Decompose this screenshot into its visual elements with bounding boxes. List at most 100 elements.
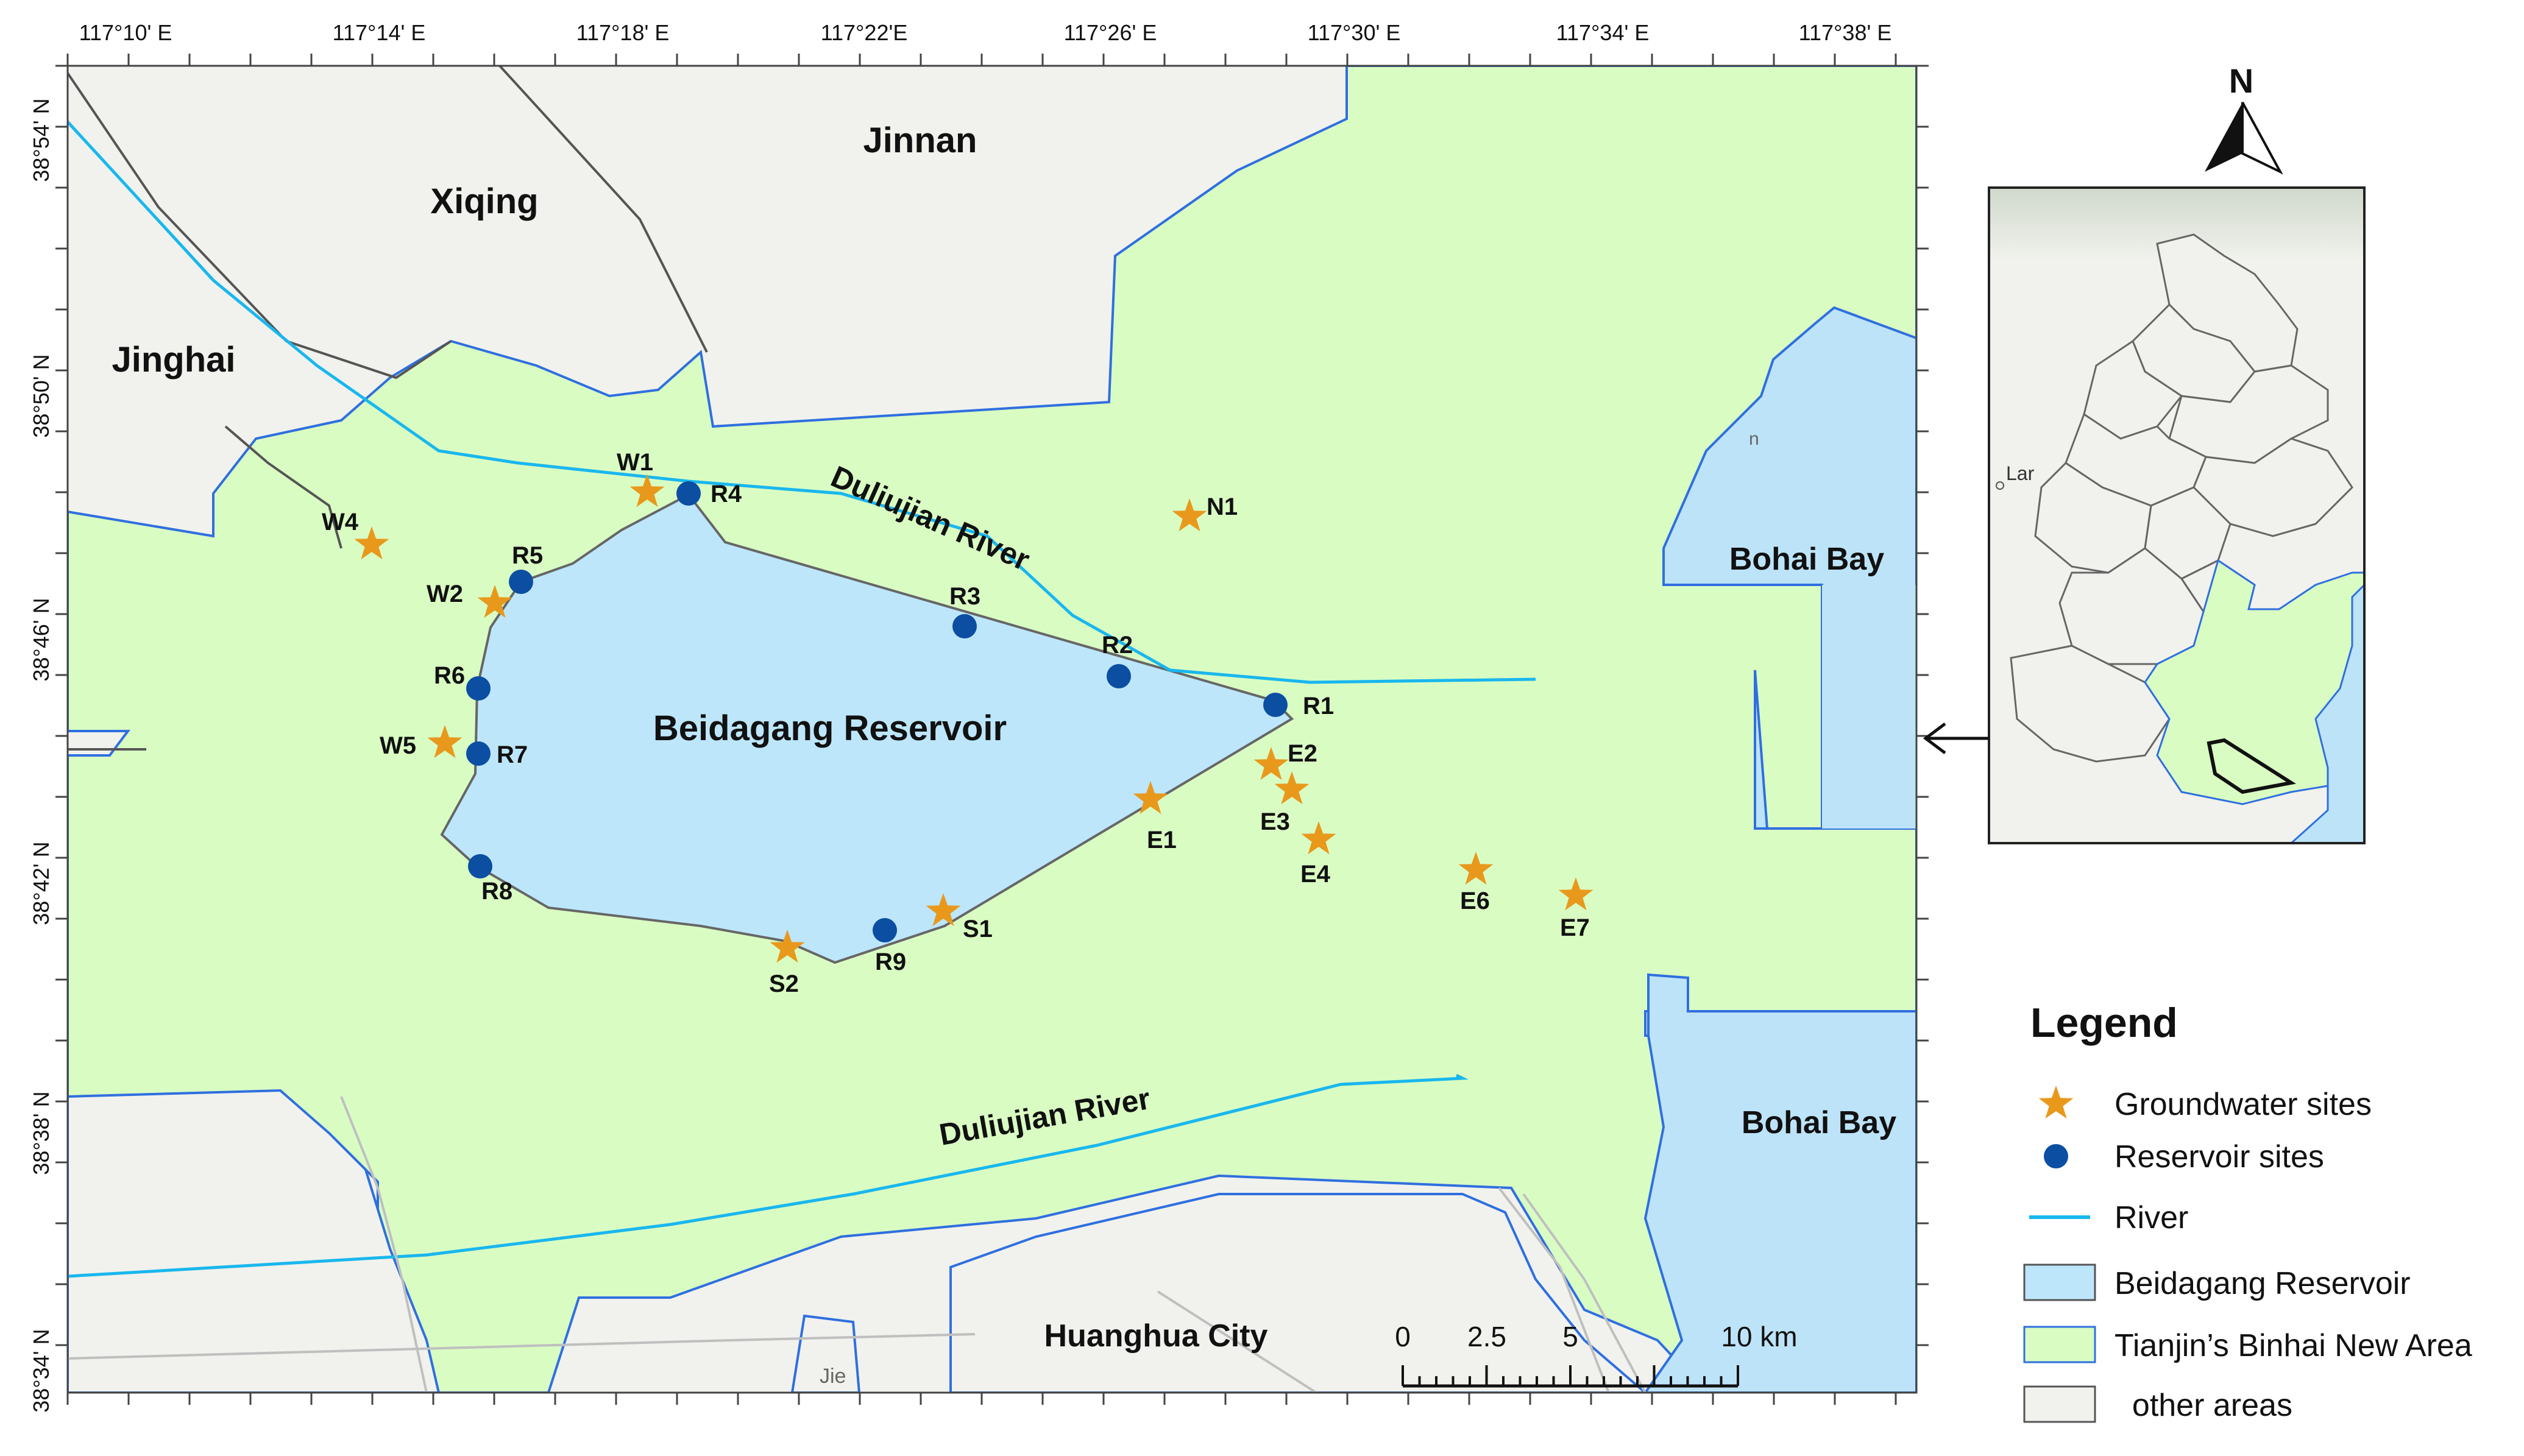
inset-arrow-icon xyxy=(1923,723,1989,754)
north-arrow-icon: N xyxy=(2205,62,2283,175)
region-label-xiqing: Xiqing xyxy=(430,182,538,221)
left-tick-label: 38°34' N xyxy=(29,1329,54,1412)
groundwater-site-w2 xyxy=(477,585,512,618)
south-urban-area xyxy=(68,1089,441,1393)
region-label-jinnan: Jinnan xyxy=(863,121,977,160)
south-urban-area-2 xyxy=(790,1314,861,1393)
site-label-r3: R3 xyxy=(949,583,980,610)
inset-frame xyxy=(1988,186,2366,844)
scale-label-5: 5 xyxy=(1562,1321,1578,1352)
top-tick-label: 117°34' E xyxy=(1556,20,1650,45)
site-label-w1: W1 xyxy=(617,449,653,476)
site-label-r4: R4 xyxy=(711,481,742,507)
site-label-w5: W5 xyxy=(380,732,416,759)
legend-label-binhai: Tianjin’s Binhai New Area xyxy=(2115,1328,2472,1363)
reservoir-site-r6 xyxy=(466,676,491,701)
left-tick-label: 38°38' N xyxy=(29,1091,54,1175)
site-label-s1: S1 xyxy=(963,916,993,942)
north-arrow-label: N xyxy=(2229,62,2253,100)
main-map xyxy=(68,66,1916,1393)
legend-label-groundwater: Groundwater sites xyxy=(2115,1087,2372,1122)
site-label-n1: N1 xyxy=(1207,493,1238,520)
partial-label-jie: Jie xyxy=(820,1365,846,1388)
site-label-e2: E2 xyxy=(1288,740,1317,767)
site-label-r7: R7 xyxy=(497,741,528,768)
region-label-huanghua: Huanghua City xyxy=(1044,1318,1268,1354)
roads xyxy=(68,1096,1647,1393)
scale-bar: 0 2.5 5 10 km xyxy=(1395,1321,1798,1388)
duliujian-river-upper-line xyxy=(68,121,1536,684)
rivers xyxy=(68,121,1536,1278)
box-icon-reservoir xyxy=(2023,1263,2096,1301)
box-icon-binhai xyxy=(2023,1326,2096,1363)
region-label-bohai-bay-2: Bohai Bay xyxy=(1742,1105,1896,1140)
region-labels: Jinnan Xiqing Jinghai Bohai Bay Bohai Ba… xyxy=(112,121,1896,1354)
top-tick-label: 117°38' E xyxy=(1799,20,1892,45)
inset-partial-label: Lar xyxy=(2006,462,2035,484)
top-tick-label: 117°18' E xyxy=(576,20,670,45)
groundwater-site-e2 xyxy=(1253,747,1289,780)
reservoir-site-labels: R1 R2 R3 R4 R5 R6 R7 R8 R9 xyxy=(434,481,1334,975)
top-tick-label: 117°22'E xyxy=(821,20,908,45)
site-label-r9: R9 xyxy=(875,949,906,975)
south-urban-area-3 xyxy=(949,1193,1648,1393)
scale-label-2-5: 2.5 xyxy=(1467,1321,1506,1352)
bohai-bay-south xyxy=(1643,973,1916,1393)
top-tick-label: 117°10' E xyxy=(79,20,172,45)
site-label-r8: R8 xyxy=(481,878,512,905)
legend-label-beidagang: Beidagang Reservoir xyxy=(2115,1266,2411,1301)
groundwater-site-e1 xyxy=(1133,781,1168,815)
top-axis-labels: 117°10' E 117°14' E 117°18' E 117°22'E 1… xyxy=(79,20,1892,45)
reservoir-site-r8 xyxy=(468,854,492,878)
scale-label-10km: 10 km xyxy=(1721,1321,1797,1352)
groundwater-site-n1 xyxy=(1172,498,1207,532)
site-label-e3: E3 xyxy=(1260,808,1290,835)
reservoir-sites xyxy=(466,481,1288,942)
top-tick-label: 117°26' E xyxy=(1064,20,1157,45)
site-label-e1: E1 xyxy=(1147,827,1177,853)
groundwater-site-s2 xyxy=(770,930,805,963)
left-tick-label: 38°50' N xyxy=(29,354,54,437)
groundwater-site-w1 xyxy=(629,474,665,507)
site-label-r2: R2 xyxy=(1102,632,1133,659)
left-axis-labels: 38°54' N 38°50' N 38°46' N 38°42' N 38°3… xyxy=(29,98,54,1412)
map-frame xyxy=(66,65,1918,1394)
inset-map: Lar xyxy=(1988,186,2366,844)
box-icon-other-areas xyxy=(2023,1385,2096,1423)
frame-ticks xyxy=(55,54,1929,1405)
region-label-reservoir: Beidagang Reservoir xyxy=(653,709,1007,748)
site-label-s2: S2 xyxy=(769,970,799,997)
top-tick-label: 117°14' E xyxy=(333,20,426,45)
groundwater-site-e7 xyxy=(1558,877,1593,911)
site-label-e7: E7 xyxy=(1560,914,1590,941)
groundwater-site-w5 xyxy=(427,725,463,758)
left-tick-label: 38°46' N xyxy=(29,598,54,681)
reservoir-site-r9 xyxy=(873,918,897,942)
duliujian-river-lower-line xyxy=(68,1073,1469,1278)
groundwater-site-e4 xyxy=(1301,821,1336,855)
site-label-e6: E6 xyxy=(1460,888,1490,914)
legend-label-reservoir-sites: Reservoir sites xyxy=(2115,1139,2324,1175)
reservoir-site-r5 xyxy=(509,570,533,594)
site-label-r6: R6 xyxy=(434,662,465,689)
reservoir-site-r2 xyxy=(1107,664,1131,688)
left-tick-label: 38°42' N xyxy=(29,841,54,925)
region-label-jinghai: Jinghai xyxy=(112,340,235,380)
reservoir-site-r4 xyxy=(676,481,701,506)
partial-label-n: n xyxy=(1749,429,1759,449)
left-tick-label: 38°54' N xyxy=(29,98,54,182)
site-label-r1: R1 xyxy=(1303,693,1334,719)
reservoir-site-r1 xyxy=(1263,693,1288,717)
star-icon xyxy=(2038,1086,2074,1119)
site-label-w4: W4 xyxy=(322,509,359,535)
top-tick-label: 117°30' E xyxy=(1308,20,1401,45)
site-label-e4: E4 xyxy=(1300,861,1331,888)
groundwater-sites xyxy=(354,474,1593,963)
reservoir-site-r7 xyxy=(466,741,491,766)
site-label-w2: W2 xyxy=(427,581,463,607)
region-label-bohai-bay-1: Bohai Bay xyxy=(1729,542,1884,577)
groundwater-site-e6 xyxy=(1458,852,1494,885)
legend-title: Legend xyxy=(2030,1000,2178,1046)
